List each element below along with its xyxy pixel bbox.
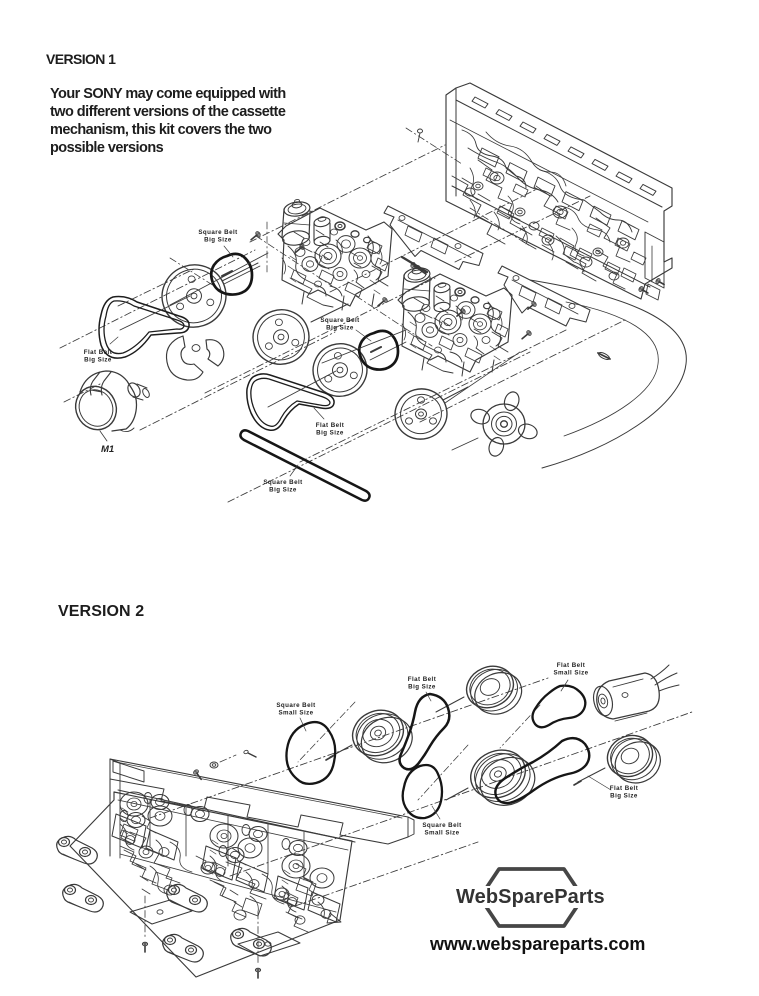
svg-text:Flat Belt: Flat Belt xyxy=(610,785,638,792)
svg-text:Flat Belt: Flat Belt xyxy=(316,422,344,429)
svg-text:Big Size: Big Size xyxy=(204,237,232,244)
svg-text:Big Size: Big Size xyxy=(269,487,297,494)
svg-text:Flat Belt: Flat Belt xyxy=(84,349,112,356)
svg-text:Big Size: Big Size xyxy=(326,325,354,332)
svg-text:Big Size: Big Size xyxy=(84,357,112,364)
svg-text:Big Size: Big Size xyxy=(316,430,344,437)
svg-text:M1: M1 xyxy=(101,444,114,455)
svg-text:Flat Belt: Flat Belt xyxy=(557,662,585,669)
svg-text:Small Size: Small Size xyxy=(553,670,588,677)
svg-text:Small Size: Small Size xyxy=(424,830,459,837)
svg-text:Square Belt: Square Belt xyxy=(263,479,302,486)
svg-text:Small Size: Small Size xyxy=(278,710,313,717)
svg-text:Flat Belt: Flat Belt xyxy=(408,676,436,683)
svg-text:Square Belt: Square Belt xyxy=(422,822,461,829)
svg-text:Big Size: Big Size xyxy=(610,793,638,800)
svg-text:Square Belt: Square Belt xyxy=(276,702,315,709)
svg-text:Square Belt: Square Belt xyxy=(320,317,359,324)
svg-text:Square Belt: Square Belt xyxy=(198,229,237,236)
svg-text:Big Size: Big Size xyxy=(408,684,436,691)
